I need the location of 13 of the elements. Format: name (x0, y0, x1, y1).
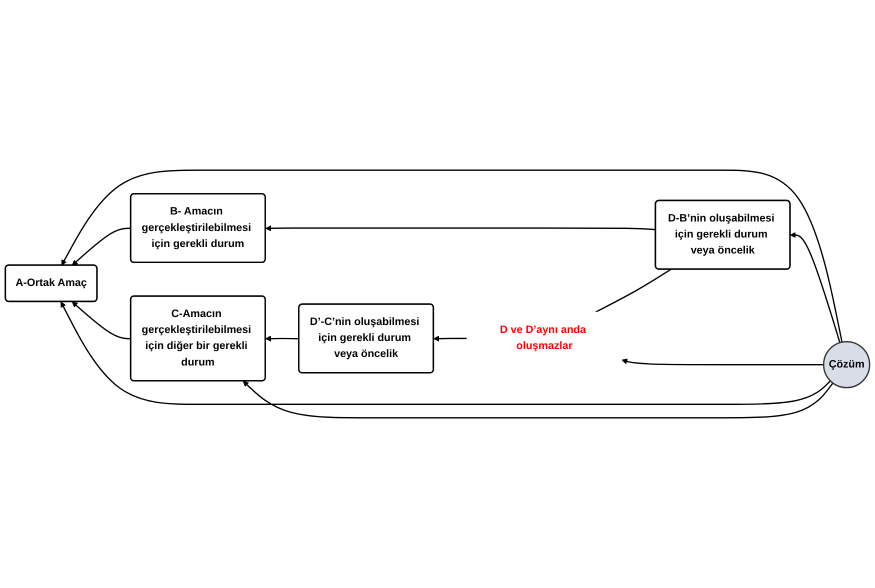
arrow (242, 380, 834, 418)
arrow (622, 358, 824, 366)
node-circle: Çözüm (822, 340, 870, 388)
arrow (60, 301, 831, 406)
arrow (265, 336, 300, 342)
arrow (790, 232, 841, 343)
connector (595, 268, 672, 313)
arrow (72, 301, 131, 340)
arrow (265, 225, 656, 232)
arrow (433, 336, 468, 342)
arrow (61, 170, 843, 342)
arrow (72, 228, 131, 266)
node-text: D ve D’aynı anda oluşmazlar (500, 324, 586, 352)
